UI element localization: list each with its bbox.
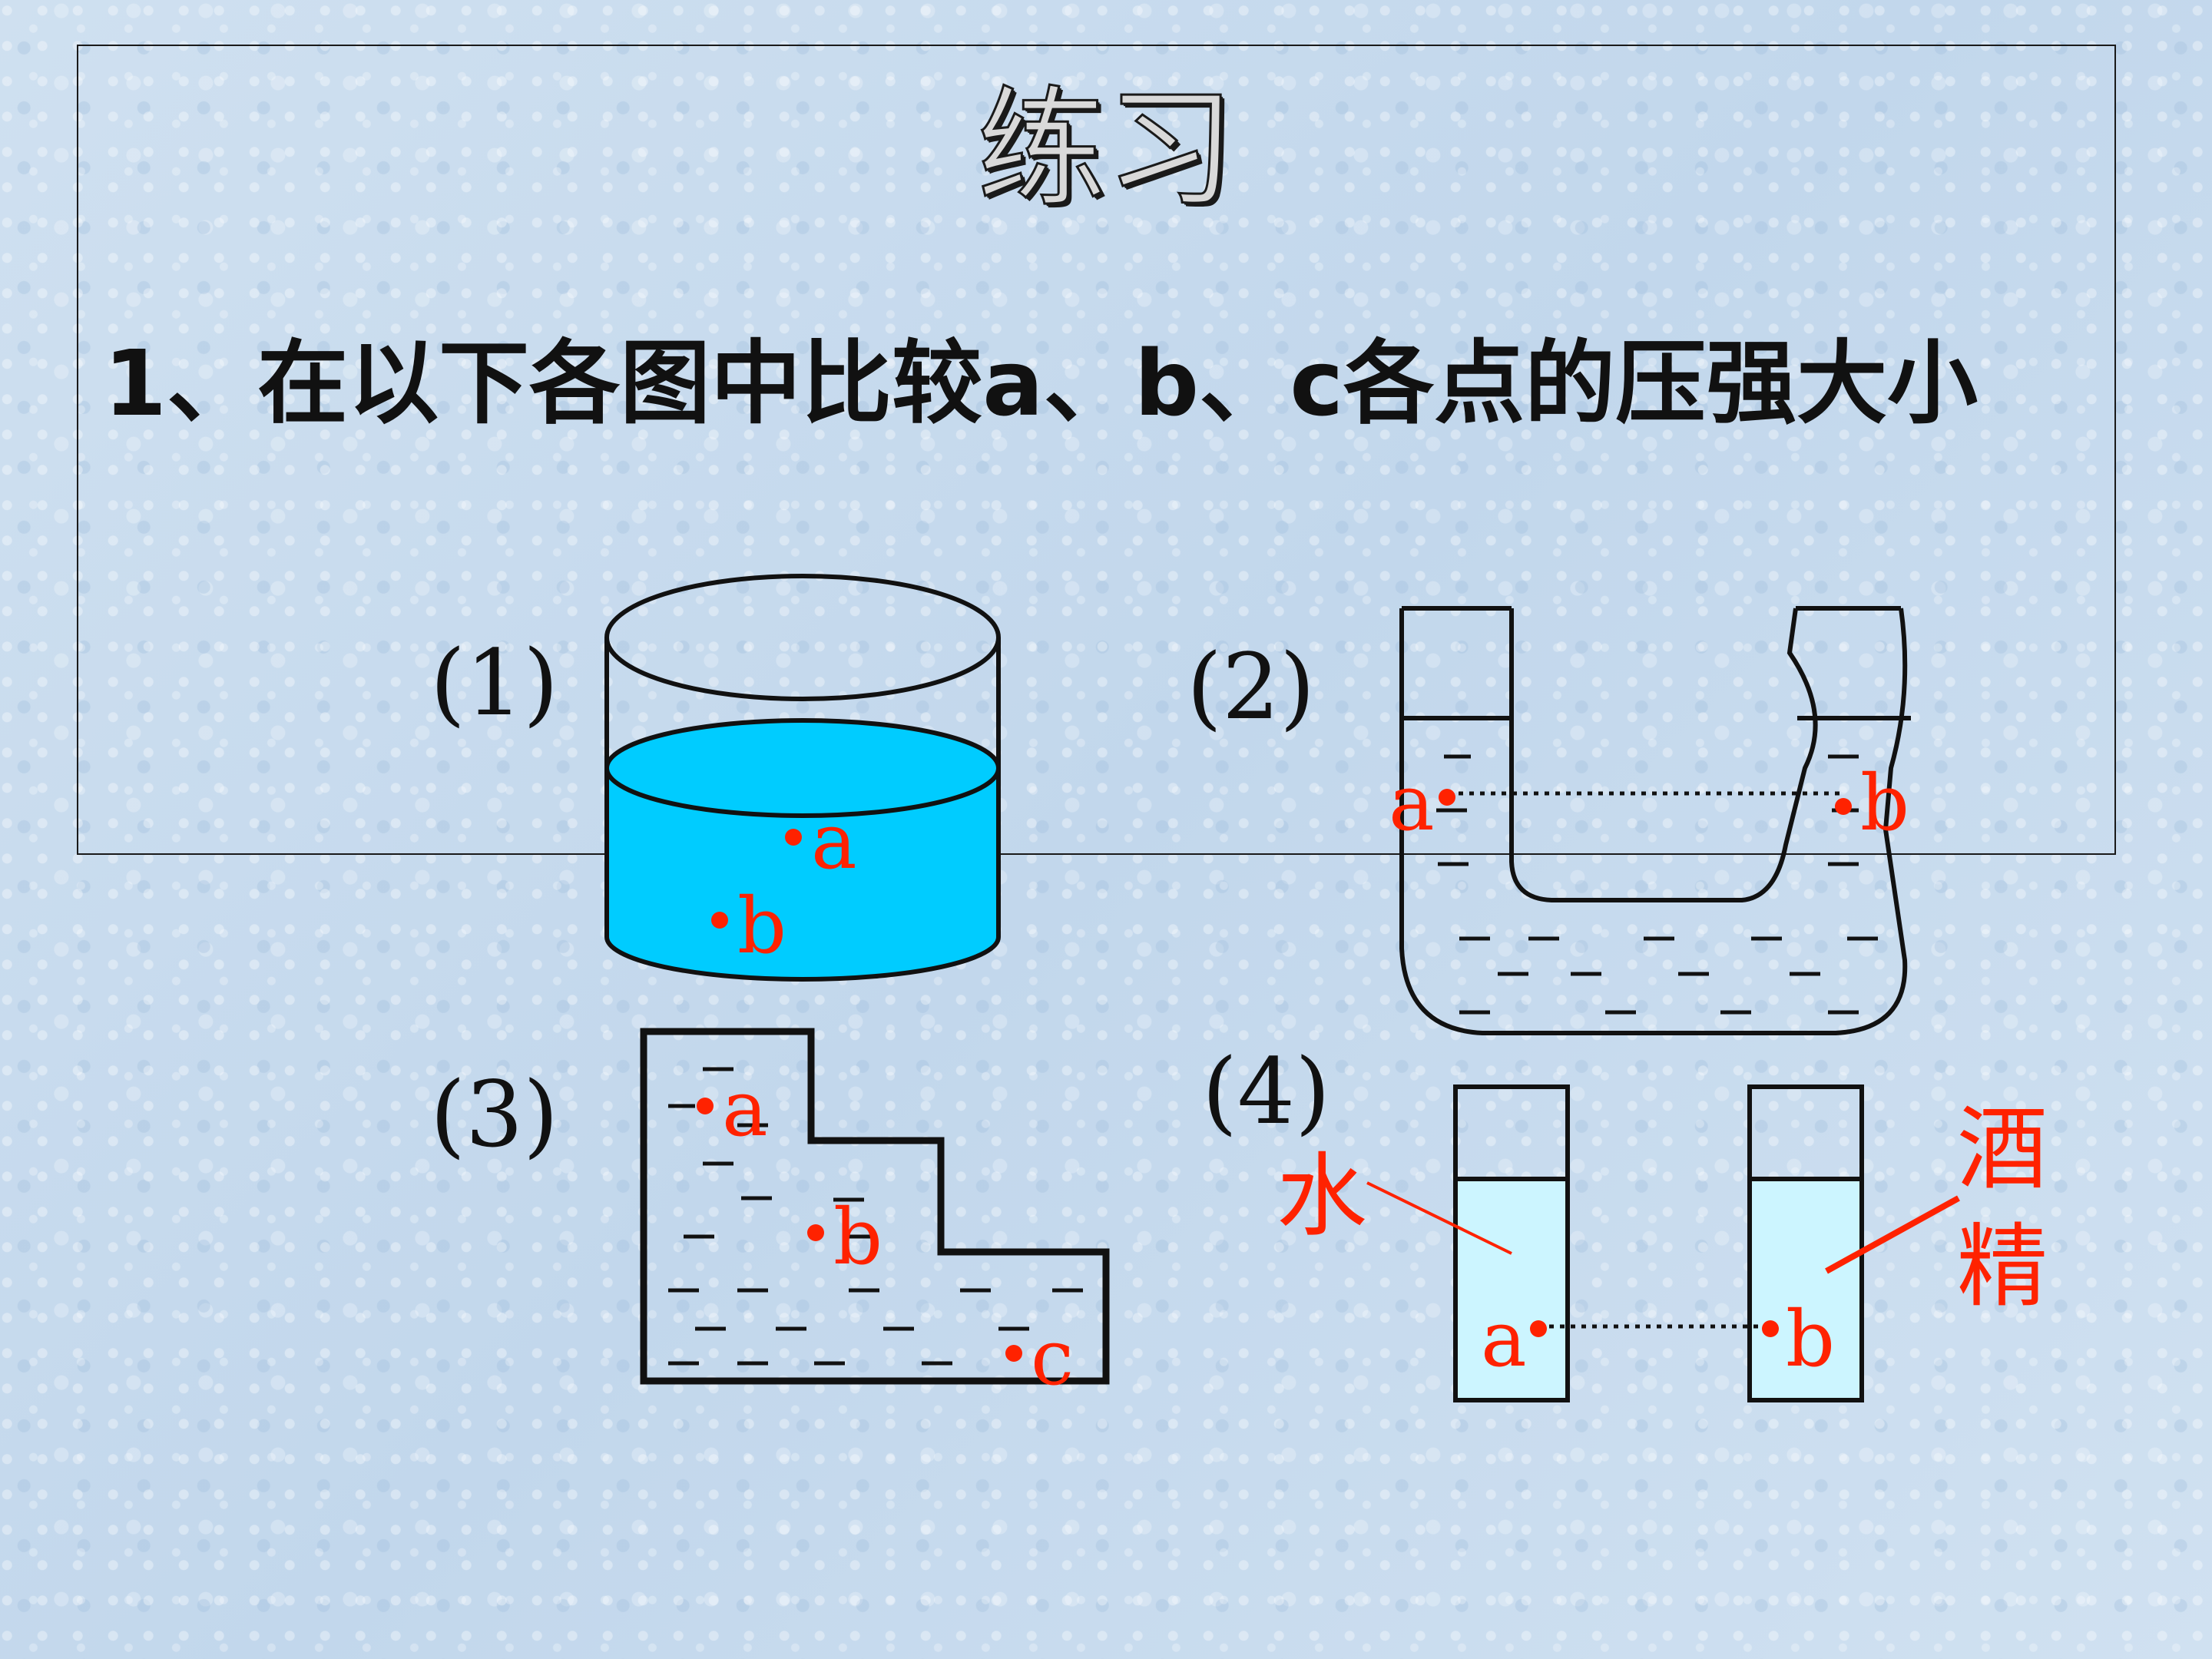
figure-1-point-b: b (737, 881, 786, 971)
figure-1-point-a: a (811, 796, 857, 886)
figure-2-point-b: b (1860, 758, 1909, 848)
slide-frame (77, 45, 2116, 855)
left-tube (1453, 1084, 1570, 1402)
figure-4-point-a: a (1481, 1294, 1527, 1384)
figure-3-point-c: c (1031, 1313, 1074, 1402)
right-tube (1747, 1084, 1864, 1402)
beaker-water (604, 766, 1001, 982)
figure-1-label: (1) (430, 630, 558, 736)
figure-4-point-b: b (1786, 1294, 1835, 1384)
beaker-rim (604, 574, 1001, 701)
figure-2-u-tube: (2) (1187, 606, 1911, 1035)
alcohol-label-bottom: 精 (1957, 1214, 2048, 1320)
figure-3-point-b: b (833, 1192, 882, 1282)
figure-3-label: (3) (430, 1061, 558, 1167)
alcohol-label-top: 酒 (1957, 1096, 2048, 1202)
figure-1-beaker: (1) a b (430, 574, 1001, 982)
figure-4-label: (4) (1202, 1038, 1330, 1144)
question-text: 1、在以下各图中比较a、b、c各点的压强大小 (104, 330, 1979, 436)
figure-2-point-a: a (1389, 758, 1435, 848)
water-label: 水 (1277, 1143, 1367, 1249)
figure-3-point-a: a (722, 1064, 768, 1154)
figure-4-two-tubes: (4) a b 水 酒 精 (1202, 1038, 2048, 1402)
figure-2-label: (2) (1187, 634, 1315, 740)
slide-title: 练习 (976, 74, 1237, 224)
figure-3-stepped-vessel: (3) a b c (430, 1028, 1110, 1402)
